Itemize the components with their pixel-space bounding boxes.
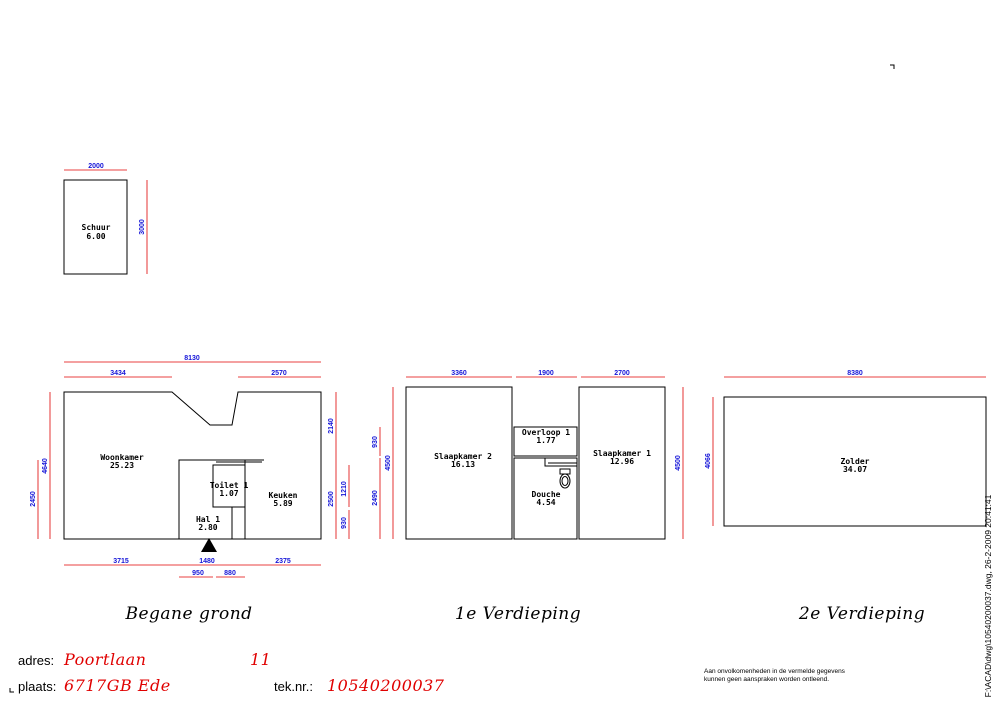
room-name-keuken: Keuken (269, 491, 298, 500)
zolder-walls (723, 396, 987, 527)
room-area-overloop: 1.77 (536, 436, 555, 445)
dim-ground-r3: 1210 (341, 481, 348, 497)
crop-mark-bottom-left (9, 688, 14, 693)
floor-title-first: 1e Verdieping (455, 604, 581, 624)
dim-ground-b1: 3715 (113, 558, 129, 565)
room-name-woonkamer: Woonkamer (100, 453, 144, 462)
room-name-schuur: Schuur (82, 223, 111, 232)
dim-v1-c: 2700 (614, 370, 630, 377)
dim-schuur-height: 3000 (139, 219, 146, 235)
room-name-zolder: Zolder (841, 457, 870, 466)
dim-ground-b5: 880 (224, 570, 236, 577)
dim-v1-a: 3360 (451, 370, 467, 377)
douche-shaft (544, 458, 577, 467)
dim-ground-right: 2570 (271, 370, 287, 377)
adres-number: 11 (250, 650, 271, 669)
ground-floor-plan: Woonkamer 25.23 Toilet 1 1.07 Keuken 5.8… (30, 355, 350, 578)
room-name-slaapkamer1: Slaapkamer 1 (593, 449, 651, 458)
room-area-toilet: 1.07 (219, 489, 238, 498)
dim-ground-r1: 2140 (328, 418, 335, 434)
dim-ground-b4: 950 (192, 570, 204, 577)
room-area-woonkamer: 25.23 (110, 461, 134, 470)
room-area-hal: 2.80 (198, 523, 217, 532)
dim-ground-lower-left: 2450 (30, 491, 37, 507)
toilet-icon (559, 468, 571, 489)
dim-ground-r2: 2500 (328, 491, 335, 507)
floor-title-ground: Begane grond (124, 604, 252, 624)
dim-v1-l2: 4500 (385, 455, 392, 471)
disclaimer-line-1: Aan onvolkomenheden in de vermelde gegev… (704, 668, 846, 675)
room-name-slaapkamer2: Slaapkamer 2 (434, 452, 492, 461)
adres-street: Poortlaan (63, 650, 146, 669)
dim-ground-r4: 930 (341, 517, 348, 529)
dim-v1-l1: 930 (372, 436, 379, 448)
crop-mark-top-right (890, 64, 895, 69)
adres-label: adres: (18, 653, 54, 668)
dim-v2-width: 8380 (847, 370, 863, 377)
dim-v1-r: 4500 (675, 455, 682, 471)
dim-schuur-width: 2000 (88, 163, 104, 170)
room-area-douche: 4.54 (536, 498, 555, 507)
disclaimer-line-2: kunnen geen aanspraken worden ontleend. (704, 676, 829, 683)
room-name-toilet: Toilet 1 (210, 480, 249, 490)
room-area-schuur: 6.00 (86, 232, 105, 241)
schuur-walls (63, 179, 128, 275)
wall-hal-top (178, 459, 264, 539)
room-name-douche: Douche (532, 490, 561, 499)
file-path-stamp: F:\ACAD\dwg\10540200037.dwg, 26-2-2009 2… (983, 494, 993, 697)
dim-ground-total: 8130 (184, 355, 200, 362)
plaats-label: plaats: (18, 679, 56, 694)
dim-ground-b2: 1480 (199, 558, 215, 565)
room-name-overloop: Overloop 1 (522, 428, 570, 437)
room-area-keuken: 5.89 (273, 499, 292, 508)
room-area-zolder: 34.07 (843, 465, 867, 474)
dim-v1-l3: 2490 (372, 490, 379, 506)
dim-v2-height: 4066 (705, 453, 712, 469)
overloop-walls (513, 426, 578, 457)
slaapkamer1-walls (578, 386, 666, 540)
room-area-slaapkamer2: 16.13 (451, 460, 475, 469)
entrance-arrow-icon (201, 538, 217, 552)
slaapkamer2-walls (405, 386, 513, 540)
first-floor-plan: Slaapkamer 2 16.13 Overloop 1 1.77 Douch… (372, 370, 684, 540)
dim-ground-height: 4640 (42, 458, 49, 474)
ground-floor-outline (63, 391, 322, 540)
floor-title-second: 2e Verdieping (798, 604, 925, 624)
teknr-value: 10540200037 (327, 676, 445, 695)
second-floor-plan: Zolder 34.07 8380 4066 (705, 370, 987, 527)
dim-v1-b: 1900 (538, 370, 554, 377)
teknr-label: tek.nr.: (274, 679, 313, 694)
plaats-value: 6717GB Ede (64, 676, 171, 695)
dim-ground-b3: 2375 (275, 558, 291, 565)
room-name-hal: Hal 1 (196, 515, 220, 524)
room-area-slaapkamer1: 12.96 (610, 457, 634, 466)
schuur-plan: Schuur 6.00 2000 3000 (63, 163, 148, 275)
dim-ground-left: 3434 (110, 370, 126, 377)
